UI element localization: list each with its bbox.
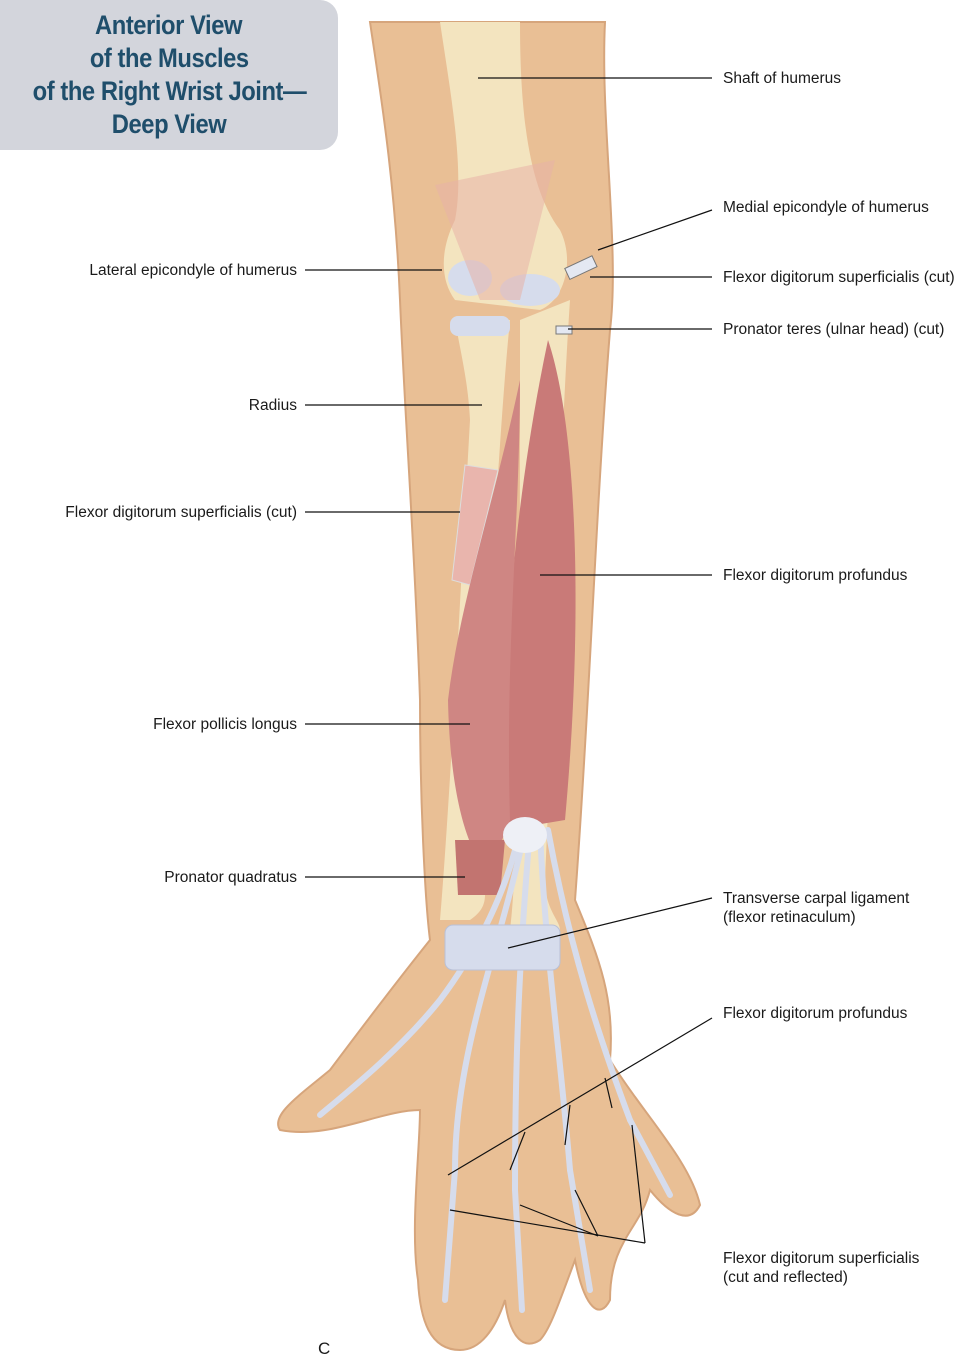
pronator-quadratus bbox=[455, 840, 505, 895]
label-fdp-hand: Flexor digitorum profundus bbox=[723, 1005, 908, 1022]
pronator-fan bbox=[435, 160, 555, 300]
label-fds-cut-right: Flexor digitorum superficialis (cut) bbox=[723, 269, 955, 286]
leader-lines bbox=[305, 77, 713, 1244]
label-fds-reflected: Flexor digitorum superficialis (cut and r… bbox=[723, 1249, 919, 1287]
label-pronator-teres: Pronator teres (ulnar head) (cut) bbox=[723, 321, 945, 338]
tendons bbox=[317, 827, 673, 1313]
title-line: Anterior View bbox=[95, 10, 243, 40]
title-line: of the Right Wrist Joint— bbox=[32, 76, 306, 106]
label-line: (flexor retinaculum) bbox=[723, 909, 856, 926]
label-line: (cut and reflected) bbox=[723, 1269, 848, 1286]
radial-head bbox=[450, 316, 510, 336]
panel-letter: C bbox=[318, 1339, 331, 1358]
pronator-teres-cut bbox=[555, 325, 573, 335]
flexor-pollicis-longus bbox=[448, 380, 520, 870]
label-lateral-epicondyle: Lateral epicondyle of humerus bbox=[89, 262, 297, 279]
label-fdp: Flexor digitorum profundus bbox=[723, 567, 908, 584]
label-pronator-quadratus: Pronator quadratus bbox=[164, 869, 297, 886]
label-flexor-pollicis-longus: Flexor pollicis longus bbox=[153, 716, 297, 733]
label-radius: Radius bbox=[248, 397, 297, 414]
tendon-origin bbox=[503, 817, 547, 853]
label-shaft-of-humerus: Shaft of humerus bbox=[723, 70, 842, 87]
label-line: Flexor digitorum superficialis bbox=[723, 1250, 920, 1267]
label-transverse-carpal-ligament: Transverse carpal ligament (flexor retina… bbox=[723, 889, 909, 927]
label-line: Transverse carpal ligament bbox=[723, 890, 910, 907]
label-medial-epicondyle: Medial epicondyle of humerus bbox=[723, 199, 929, 216]
title-line: of the Muscles bbox=[89, 43, 249, 73]
label-fds-cut-left: Flexor digitorum superficialis (cut) bbox=[65, 504, 297, 521]
title-box: Anterior View of the Muscles of the Righ… bbox=[0, 0, 338, 150]
title-line: Deep View bbox=[111, 109, 227, 139]
fds-cut-tab bbox=[564, 255, 598, 281]
transverse-carpal-ligament bbox=[444, 924, 561, 971]
flexor-digitorum-profundus bbox=[503, 340, 576, 830]
